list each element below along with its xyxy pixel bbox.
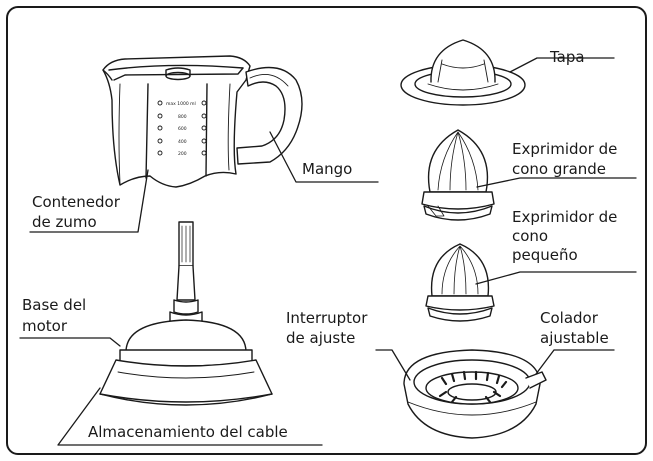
label-base-2: motor bbox=[22, 317, 68, 335]
jug-400-mark: 400 bbox=[178, 139, 187, 145]
label-mango: Mango bbox=[302, 160, 353, 178]
jug-800-mark: 800 bbox=[178, 114, 187, 120]
jug-max-mark: max 1000 ml bbox=[166, 101, 196, 107]
small-cone bbox=[425, 243, 495, 322]
label-tapa: Tapa bbox=[550, 48, 585, 66]
label-cono-grande-2: cono grande bbox=[512, 160, 607, 178]
label-contenedor-1: Contenedor bbox=[32, 193, 120, 211]
motor-base bbox=[99, 221, 273, 406]
jug-200-mark: 200 bbox=[178, 151, 187, 157]
juice-jug bbox=[102, 55, 303, 188]
label-base-1: Base del bbox=[22, 296, 87, 314]
large-cone bbox=[421, 129, 495, 221]
label-interruptor-2: de ajuste bbox=[286, 329, 356, 347]
label-cono-pequeno-1: Exprimidor de bbox=[512, 208, 618, 226]
lid bbox=[400, 39, 526, 106]
label-colador-2: ajustable bbox=[540, 329, 609, 347]
adjustable-strainer bbox=[403, 349, 547, 439]
label-interruptor-1: Interruptor bbox=[286, 309, 368, 327]
label-colador-1: Colador bbox=[540, 309, 598, 327]
label-cono-pequeno-2: cono bbox=[512, 227, 549, 245]
label-cono-grande-1: Exprimidor de bbox=[512, 140, 618, 158]
jug-600-mark: 600 bbox=[178, 126, 187, 132]
label-cono-pequeno-3: pequeño bbox=[512, 246, 578, 264]
leader-lines bbox=[19, 57, 637, 446]
label-contenedor-2: de zumo bbox=[32, 213, 97, 231]
label-almacenamiento: Almacenamiento del cable bbox=[88, 423, 288, 441]
